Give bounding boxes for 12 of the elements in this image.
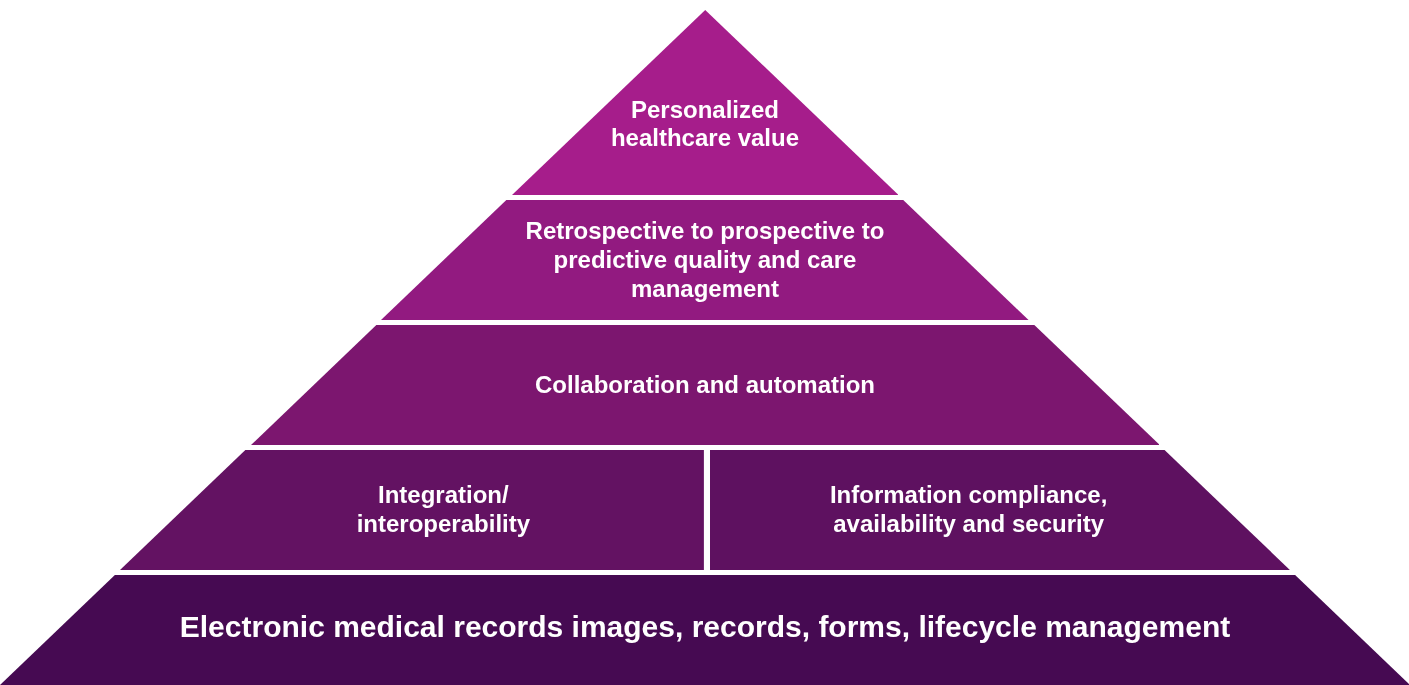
pyramid-tier (710, 450, 1290, 570)
tier-label: Information compliance, availability and security (828, 481, 1109, 539)
pyramid-apex (511, 10, 899, 195)
tier-label: Collaboration and automation (534, 370, 876, 400)
pyramid-tier (120, 450, 704, 570)
tier-label: Personalized healthcare value (610, 95, 800, 154)
pyramid-tier (0, 575, 1409, 685)
tier-label: Retrospective to prospective to predictive quality and care management (524, 216, 886, 304)
tier-label: Electronic medical records images, records, forms, lifecycle management (178, 608, 1232, 645)
tier-label: Integration/ interoperability (355, 481, 532, 539)
pyramid-tier (381, 200, 1029, 320)
pyramid-tier (250, 325, 1160, 445)
